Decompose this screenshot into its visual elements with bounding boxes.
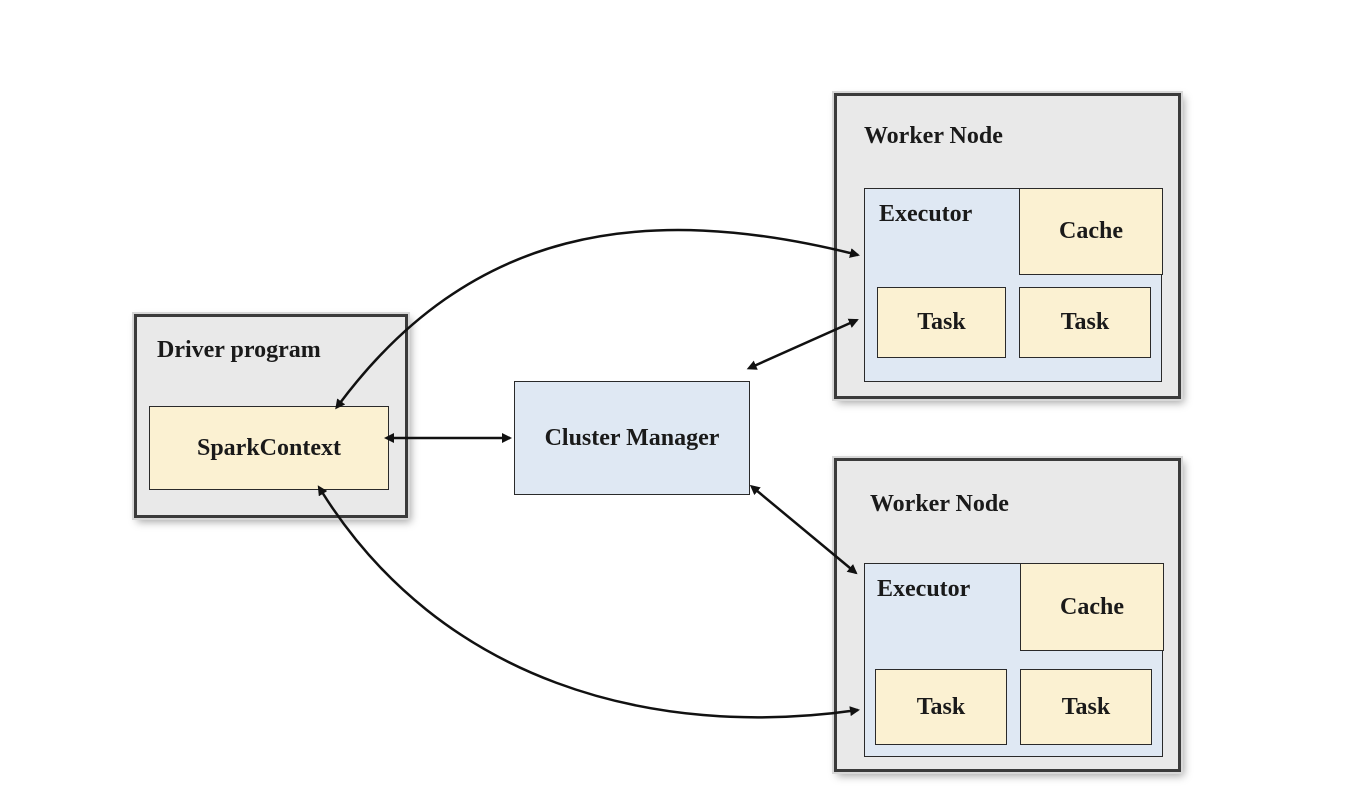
executor-label: Executor <box>879 201 973 227</box>
worker-node-box: Worker Node Executor Cache Task Task <box>834 458 1181 772</box>
worker-node-box: Worker Node Executor Cache Task Task <box>834 93 1181 399</box>
cache-box: Cache <box>1020 563 1164 651</box>
executor-label: Executor <box>877 576 971 602</box>
arrow-sparkcontext-worker-1 <box>335 228 860 410</box>
driver-program-title: Driver program <box>157 337 321 363</box>
task-box: Task <box>1019 287 1151 358</box>
task-box: Task <box>1020 669 1152 745</box>
task-box: Task <box>877 287 1006 358</box>
spark-context-box: SparkContext <box>149 406 389 490</box>
worker-node-title: Worker Node <box>864 123 1003 149</box>
driver-program-box: Driver program SparkContext <box>134 314 408 518</box>
worker-node-title: Worker Node <box>870 491 1009 517</box>
arrow-sparkcontext-worker-2 <box>317 485 860 719</box>
cluster-manager-box: Cluster Manager <box>514 381 750 495</box>
cache-box: Cache <box>1019 188 1163 275</box>
executor-box: Executor Cache Task Task <box>864 188 1163 382</box>
task-box: Task <box>875 669 1007 745</box>
executor-box: Executor Cache Task Task <box>864 563 1164 757</box>
